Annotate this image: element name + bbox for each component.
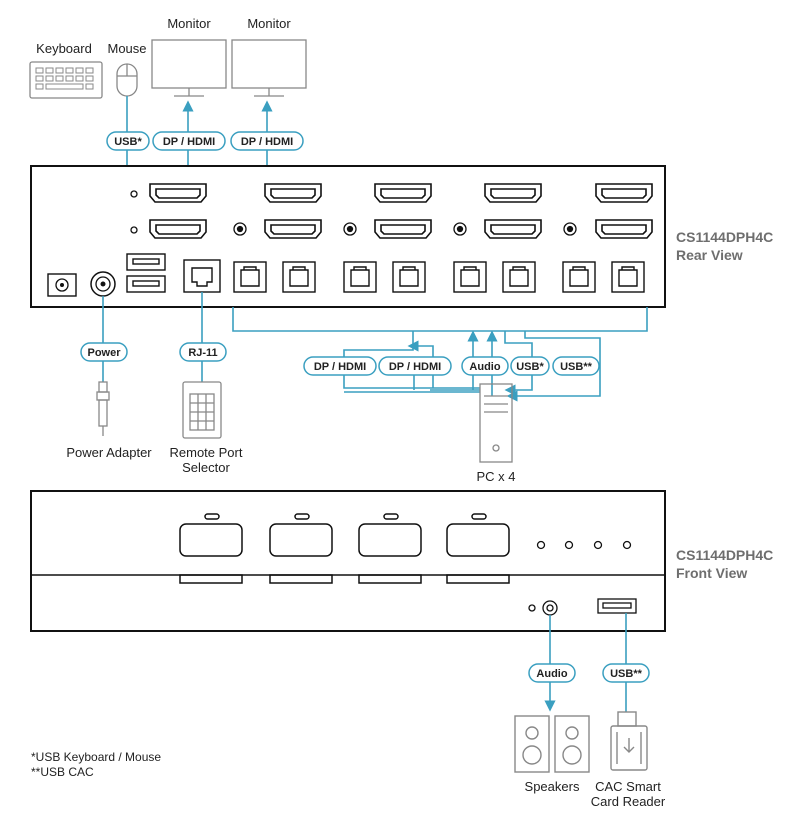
svg-text:USB**: USB** xyxy=(610,668,643,680)
front-view-title: Front View xyxy=(676,565,747,581)
svg-text:DP / HDMI: DP / HDMI xyxy=(163,136,215,148)
svg-text:DP / HDMI: DP / HDMI xyxy=(389,361,441,373)
front-connection-lines xyxy=(544,613,627,712)
pc-usb-cac-pill: USB** xyxy=(552,356,600,376)
monitor-1-icon xyxy=(151,39,227,97)
pc-audio-pill: Audio xyxy=(461,356,509,376)
mouse-icon xyxy=(116,63,138,97)
remote-port-selector-label-2: Selector xyxy=(182,460,230,475)
svg-text:USB*: USB* xyxy=(516,361,544,373)
pc-icon xyxy=(479,383,513,463)
svg-text:Power: Power xyxy=(87,347,121,359)
svg-text:DP / HDMI: DP / HDMI xyxy=(314,361,366,373)
front-panel xyxy=(30,490,666,632)
rear-view-title: Rear View xyxy=(676,247,743,263)
rj11-pill: RJ-11 xyxy=(179,342,227,362)
dp-hdmi-2-pill: DP / HDMI xyxy=(230,131,304,151)
svg-text:USB*: USB* xyxy=(114,136,142,148)
remote-port-selector-icon xyxy=(182,381,222,439)
monitor-2-icon xyxy=(231,39,307,97)
card-reader-icon xyxy=(610,711,648,771)
power-adapter-label: Power Adapter xyxy=(66,445,152,460)
rear-model-title: CS1144DPH4C xyxy=(676,229,773,245)
footnote-usb-cac: **USB CAC xyxy=(31,765,94,779)
keyboard-icon xyxy=(29,61,103,99)
usb-b-ports xyxy=(233,261,645,293)
keyboard-label: Keyboard xyxy=(36,41,92,56)
pc-label: PC x 4 xyxy=(476,469,515,484)
middle-connection-lines xyxy=(102,292,648,402)
power-adapter-icon xyxy=(96,381,110,436)
speakers-label: Speakers xyxy=(525,779,580,794)
card-reader-label-1: CAC Smart xyxy=(595,779,661,794)
svg-text:Audio: Audio xyxy=(469,361,500,373)
svg-text:USB**: USB** xyxy=(560,361,593,373)
rear-small-circles xyxy=(130,190,577,236)
usb-kbd-pill: USB* xyxy=(106,131,150,151)
front-model-title: CS1144DPH4C xyxy=(676,547,773,563)
pc-dp-hdmi-1-pill: DP / HDMI xyxy=(303,356,377,376)
pc-usb-pill: USB* xyxy=(510,356,550,376)
pc-dp-hdmi-2-pill: DP / HDMI xyxy=(378,356,452,376)
svg-text:Audio: Audio xyxy=(536,668,567,680)
monitor-2-label: Monitor xyxy=(247,16,291,31)
svg-text:DP / HDMI: DP / HDMI xyxy=(241,136,293,148)
card-reader-label-2: Card Reader xyxy=(591,794,666,809)
rear-panel xyxy=(30,165,666,308)
footnote-usb-keyboard-mouse: *USB Keyboard / Mouse xyxy=(31,750,161,764)
remote-port-selector-label-1: Remote Port xyxy=(170,445,243,460)
front-usb-cac-pill: USB** xyxy=(602,663,650,683)
dp-hdmi-1-pill: DP / HDMI xyxy=(152,131,226,151)
svg-text:RJ-11: RJ-11 xyxy=(188,347,217,359)
power-pill: Power xyxy=(80,342,128,362)
usb-a-ports xyxy=(126,253,166,293)
monitor-1-label: Monitor xyxy=(167,16,211,31)
mouse-label: Mouse xyxy=(107,41,146,56)
front-audio-pill: Audio xyxy=(528,663,576,683)
speakers-icon xyxy=(514,715,590,773)
hdmi-ports xyxy=(149,183,653,239)
